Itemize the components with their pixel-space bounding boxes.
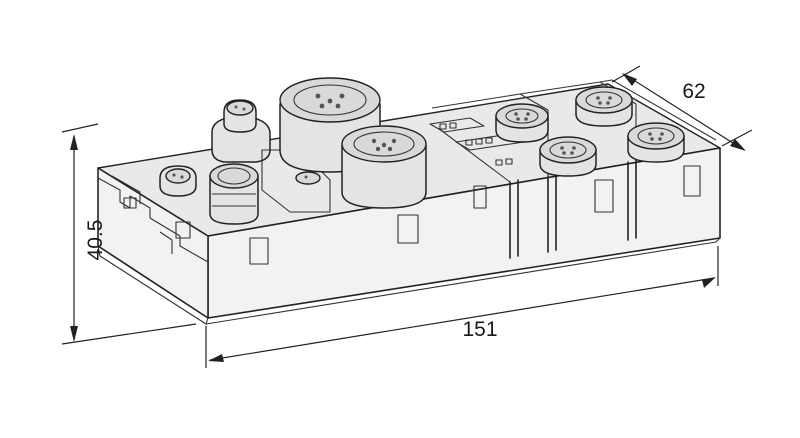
left-end-details	[97, 168, 209, 263]
m8-connector-left-bottom	[209, 163, 259, 225]
length-label: 151	[462, 318, 497, 341]
height-label: 40.5	[84, 220, 107, 261]
width-label: 62	[682, 80, 705, 103]
m12-io-connector-2	[575, 86, 633, 127]
module-divisions	[207, 79, 717, 318]
dimension-length: 151	[205, 246, 719, 368]
m12-io-connector-4	[627, 122, 685, 163]
dimension-height: 40.5	[61, 123, 197, 345]
dimension-width: 62	[611, 65, 753, 151]
m12-io-connector-1	[495, 103, 549, 143]
m12-power-connector-front	[341, 125, 427, 209]
flange-bracket	[211, 99, 331, 213]
m8-connector-left-top	[159, 165, 197, 197]
m12-io-connector-3	[539, 136, 597, 177]
